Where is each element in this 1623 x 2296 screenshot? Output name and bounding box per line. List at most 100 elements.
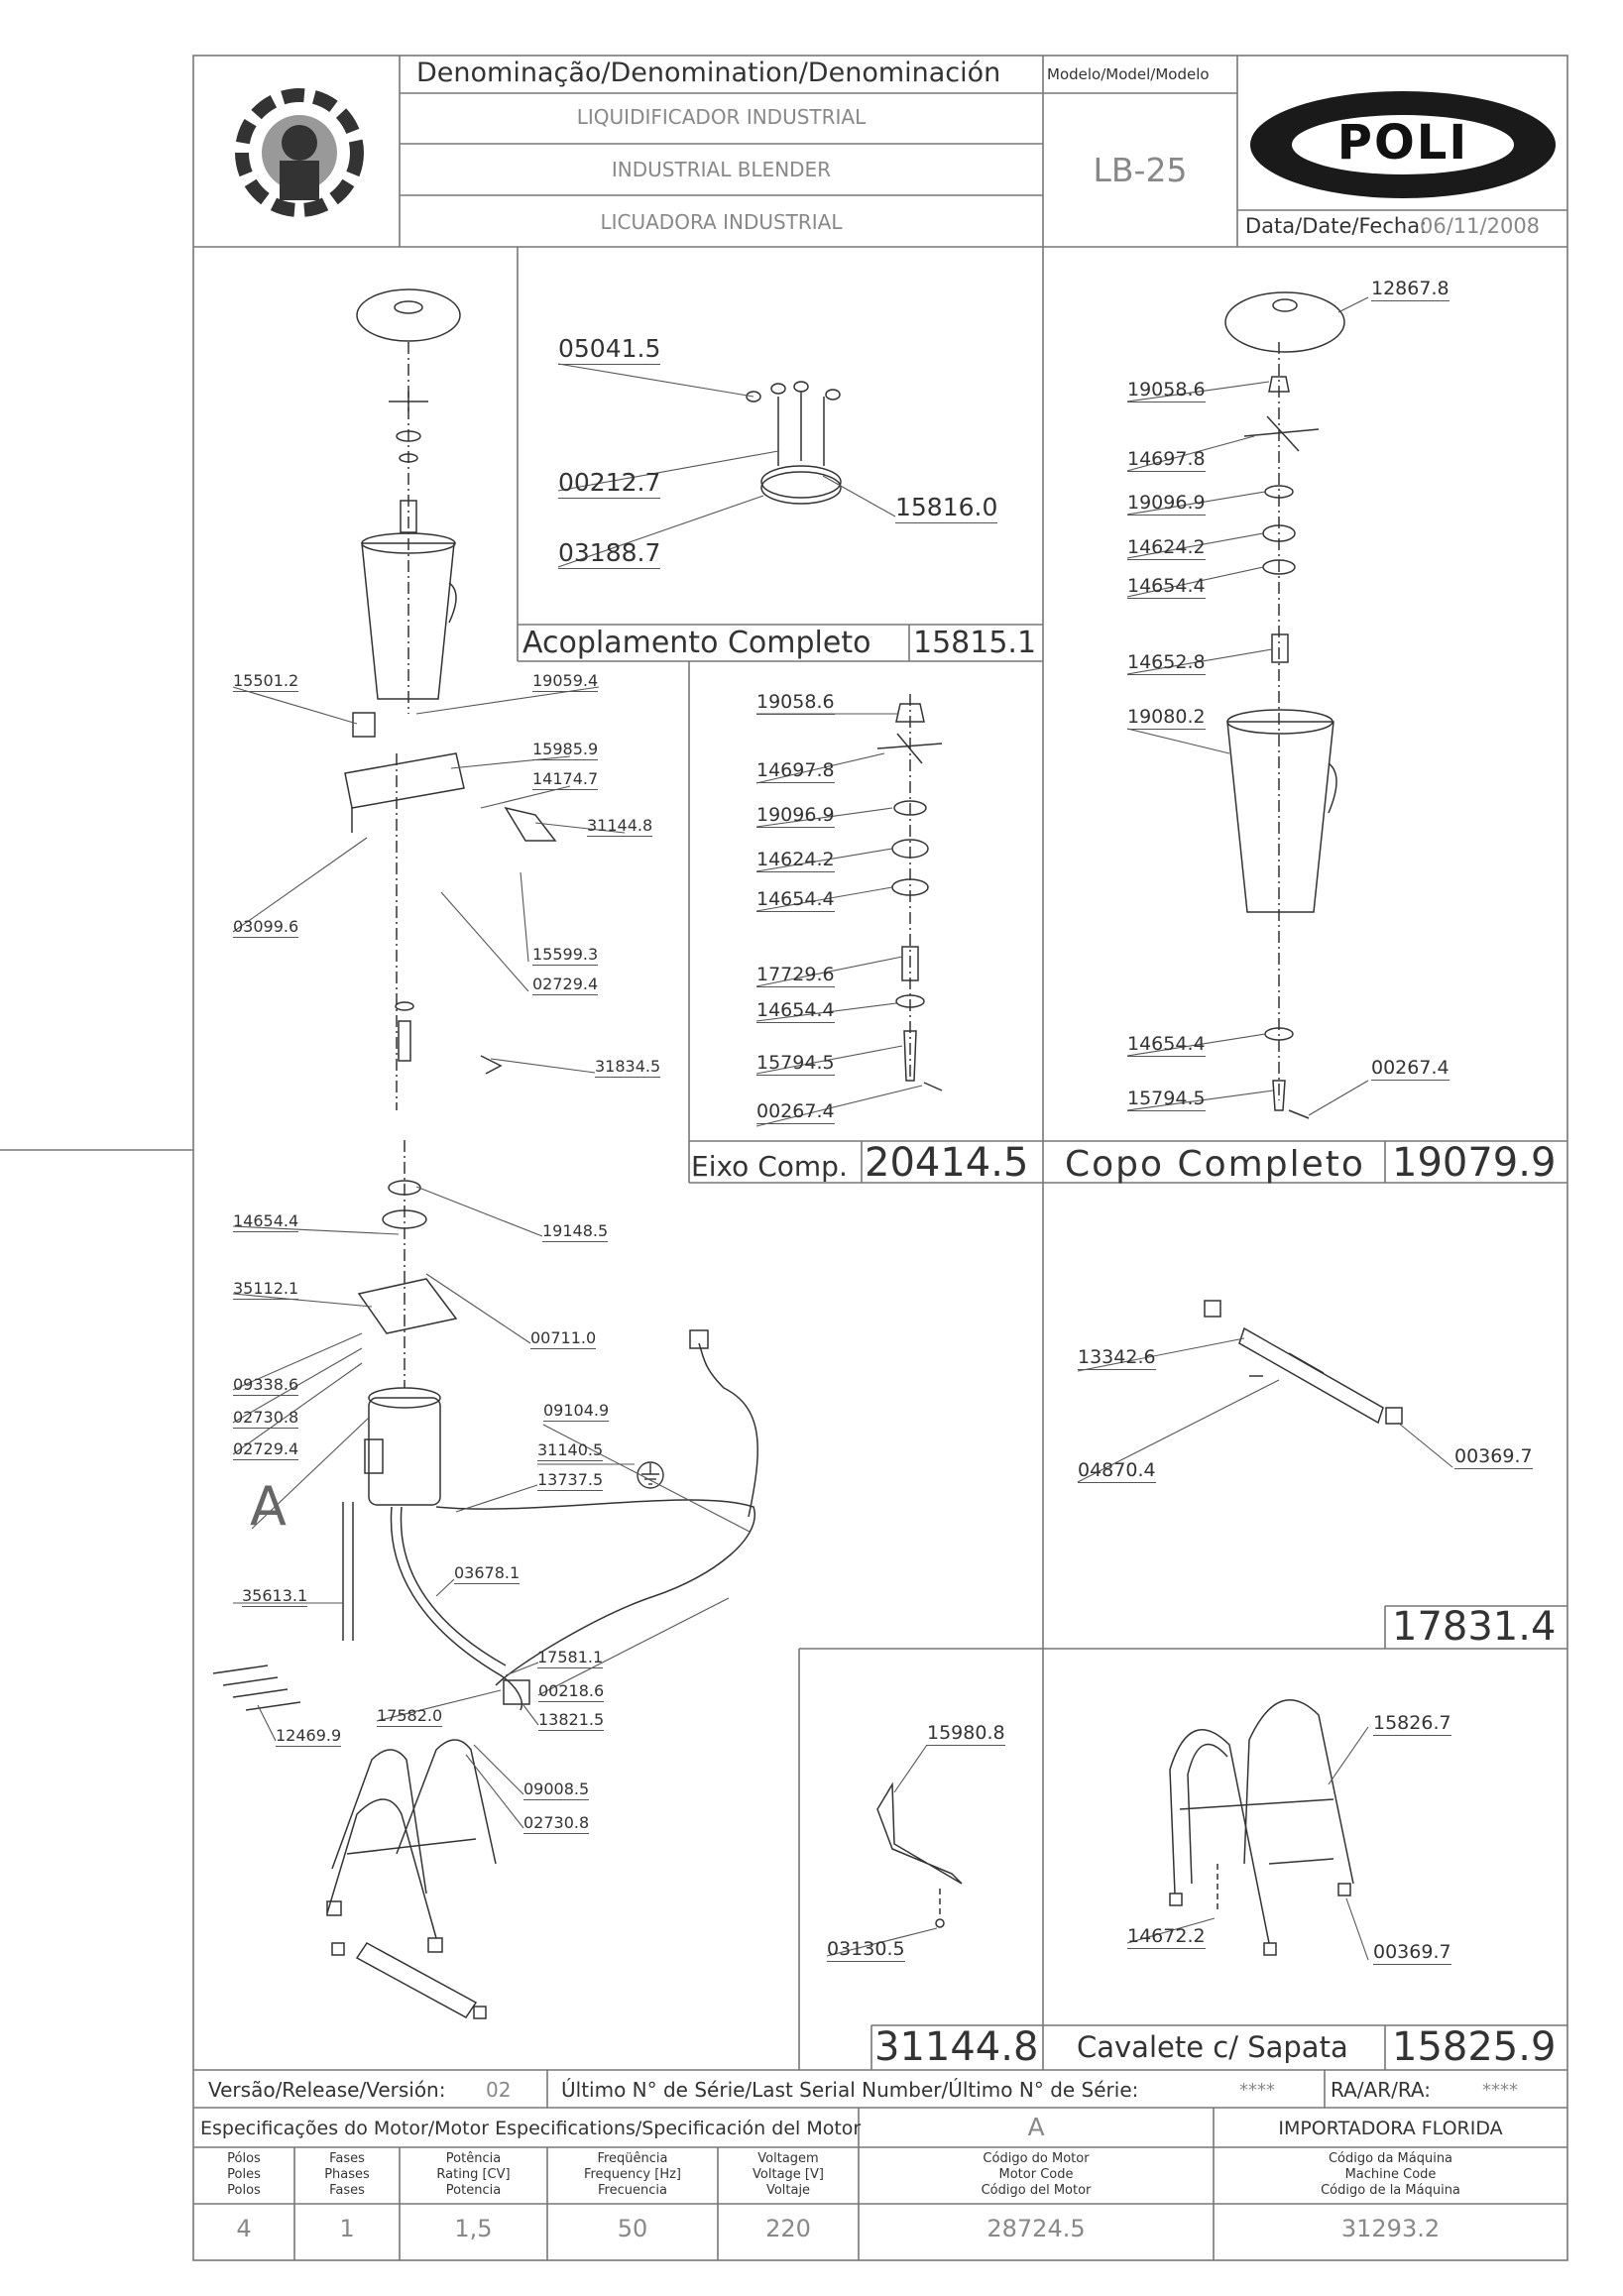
part-label-main: 13821.5: [538, 1710, 605, 1731]
part-label-coupling: 00212.7: [558, 468, 661, 499]
part-label-lever: 13342.6: [1078, 1346, 1156, 1370]
spec-header-en: Machine Code: [1344, 2167, 1437, 2182]
version-value: 02: [486, 2078, 512, 2102]
part-label-main: 31144.8: [587, 816, 653, 837]
stand-drawing: [1169, 1699, 1354, 1956]
part-label-main: 14174.7: [532, 769, 599, 790]
spec-header-pt: Freqüência: [597, 2151, 668, 2166]
spec-value: 1,5: [454, 2215, 493, 2242]
spec-header-en: Poles: [227, 2167, 261, 2182]
serial-label: Último N° de Série/Last Serial Number/Úl…: [561, 2078, 1139, 2102]
part-label-shaft: 14624.2: [756, 849, 835, 872]
part-label-main: 00218.6: [538, 1681, 605, 1702]
part-label-main: 31834.5: [595, 1057, 661, 1078]
spec-header-es: Potencia: [445, 2183, 502, 2198]
cup-drawing: [1224, 291, 1345, 1119]
part-label-main: 17581.1: [537, 1648, 604, 1668]
spec-value: 31293.2: [1340, 2215, 1441, 2242]
part-label-main: 19059.4: [532, 671, 599, 692]
serial-value: ****: [1239, 2080, 1275, 2101]
shaft-title: Eixo Comp.: [691, 1150, 848, 1183]
part-label-cup: 14624.2: [1127, 536, 1206, 560]
part-label-main: 19148.5: [542, 1221, 609, 1242]
coupling-title: Acoplamento Completo: [522, 626, 871, 660]
ra-value: ****: [1482, 2080, 1518, 2101]
spec-header-pt: Código do Motor: [983, 2151, 1090, 2166]
spec-value: 220: [765, 2215, 811, 2242]
spec-header-es: Código de la Máquina: [1321, 2183, 1460, 2198]
part-label-shaft: 15794.5: [756, 1052, 835, 1076]
part-label-main: 02730.8: [233, 1408, 299, 1429]
part-label-main: 03099.6: [233, 917, 299, 938]
part-label-main: 35613.1: [242, 1586, 308, 1607]
model-label: Modelo/Model/Modelo: [1047, 65, 1210, 83]
part-label-main: 09338.6: [233, 1375, 299, 1396]
part-label-main: 09104.9: [543, 1401, 610, 1422]
part-label-cup: 14697.8: [1127, 448, 1206, 472]
date-value: 06/11/2008: [1420, 214, 1541, 238]
part-label-stand: 00369.7: [1373, 1941, 1451, 1965]
spec-value: 4: [236, 2215, 252, 2242]
coupling-drawing: [746, 381, 842, 505]
stand-title: Cavalete c/ Sapata: [1077, 2030, 1348, 2064]
lever-drawing: [1204, 1300, 1403, 1425]
spec-header-pt: Fases: [329, 2151, 365, 2166]
part-label-main: 03678.1: [454, 1563, 521, 1584]
spec-header-pt: Código da Máquina: [1328, 2151, 1453, 2166]
shaft-drawing: [876, 694, 943, 1091]
part-label-main: 15599.3: [532, 945, 599, 966]
motor-callout-A: A: [250, 1475, 287, 1538]
spec-header-en: Motor Code: [998, 2167, 1074, 2182]
part-label-shaft: 19096.9: [756, 804, 835, 828]
lever-code: 17831.4: [1392, 1604, 1557, 1650]
part-label-shaft: 19058.6: [756, 691, 835, 715]
part-label-bracket: 15980.8: [927, 1722, 1005, 1746]
spec-value: 28724.5: [986, 2215, 1086, 2242]
name-pt: LIQUIDIFICADOR INDUSTRIAL: [576, 105, 867, 129]
part-label-cup: 14652.8: [1127, 651, 1206, 675]
part-label-lever: 04870.4: [1078, 1459, 1156, 1483]
spec-header-es: Polos: [227, 2183, 261, 2198]
stand-code: 15825.9: [1392, 2024, 1557, 2070]
part-label-cup: 00267.4: [1371, 1057, 1449, 1081]
spec-header-en: Rating [CV]: [436, 2167, 511, 2182]
part-label-main: 02730.8: [523, 1813, 590, 1834]
part-label-cup: 14654.4: [1127, 1033, 1206, 1057]
part-label-shaft: 14654.4: [756, 999, 835, 1023]
model-value: LB-25: [1093, 151, 1188, 189]
part-label-main: 02729.4: [233, 1439, 299, 1460]
part-label-main: 14654.4: [233, 1211, 299, 1232]
spec-header-en: Frequency [Hz]: [583, 2167, 682, 2182]
part-label-main: 15985.9: [532, 740, 599, 760]
spec-header-es: Fases: [329, 2183, 365, 2198]
ra-label: RA/AR/RA:: [1331, 2078, 1431, 2102]
part-label-main: 09008.5: [523, 1779, 590, 1800]
part-label-coupling: 03188.7: [558, 538, 661, 569]
denomination-label: Denominação/Denomination/Denominación: [416, 57, 1001, 88]
part-label-coupling: 05041.5: [558, 334, 661, 365]
motor-ref: A: [1027, 2113, 1045, 2141]
part-label-cup: 12867.8: [1371, 278, 1449, 301]
part-label-main: 17582.0: [377, 1706, 443, 1727]
part-label-bracket: 03130.5: [827, 1938, 905, 1962]
authorized-service-seal: [235, 88, 364, 217]
date-label: Data/Date/Fecha:: [1245, 214, 1428, 238]
poli-logo: POLI: [1245, 87, 1561, 202]
bracket-code: 31144.8: [874, 2024, 1039, 2070]
spec-header-en: Voltage [V]: [753, 2167, 824, 2182]
part-label-main: 15501.2: [233, 671, 299, 692]
part-label-stand: 14672.2: [1127, 1925, 1206, 1949]
part-label-cup: 19096.9: [1127, 492, 1206, 516]
part-label-main: 31140.5: [537, 1440, 604, 1461]
part-label-cup: 14654.4: [1127, 575, 1206, 599]
part-label-cup: 19058.6: [1127, 379, 1206, 402]
spec-value: 1: [339, 2215, 355, 2242]
name-es: LICUADORA INDUSTRIAL: [600, 210, 843, 234]
part-label-lever: 00369.7: [1454, 1445, 1533, 1469]
importer: IMPORTADORA FLORIDA: [1278, 2118, 1503, 2139]
part-label-cup: 15794.5: [1127, 1088, 1206, 1111]
spec-header-pt: Potência: [445, 2151, 502, 2166]
main-cup-assembly-drawing: [344, 288, 557, 1110]
